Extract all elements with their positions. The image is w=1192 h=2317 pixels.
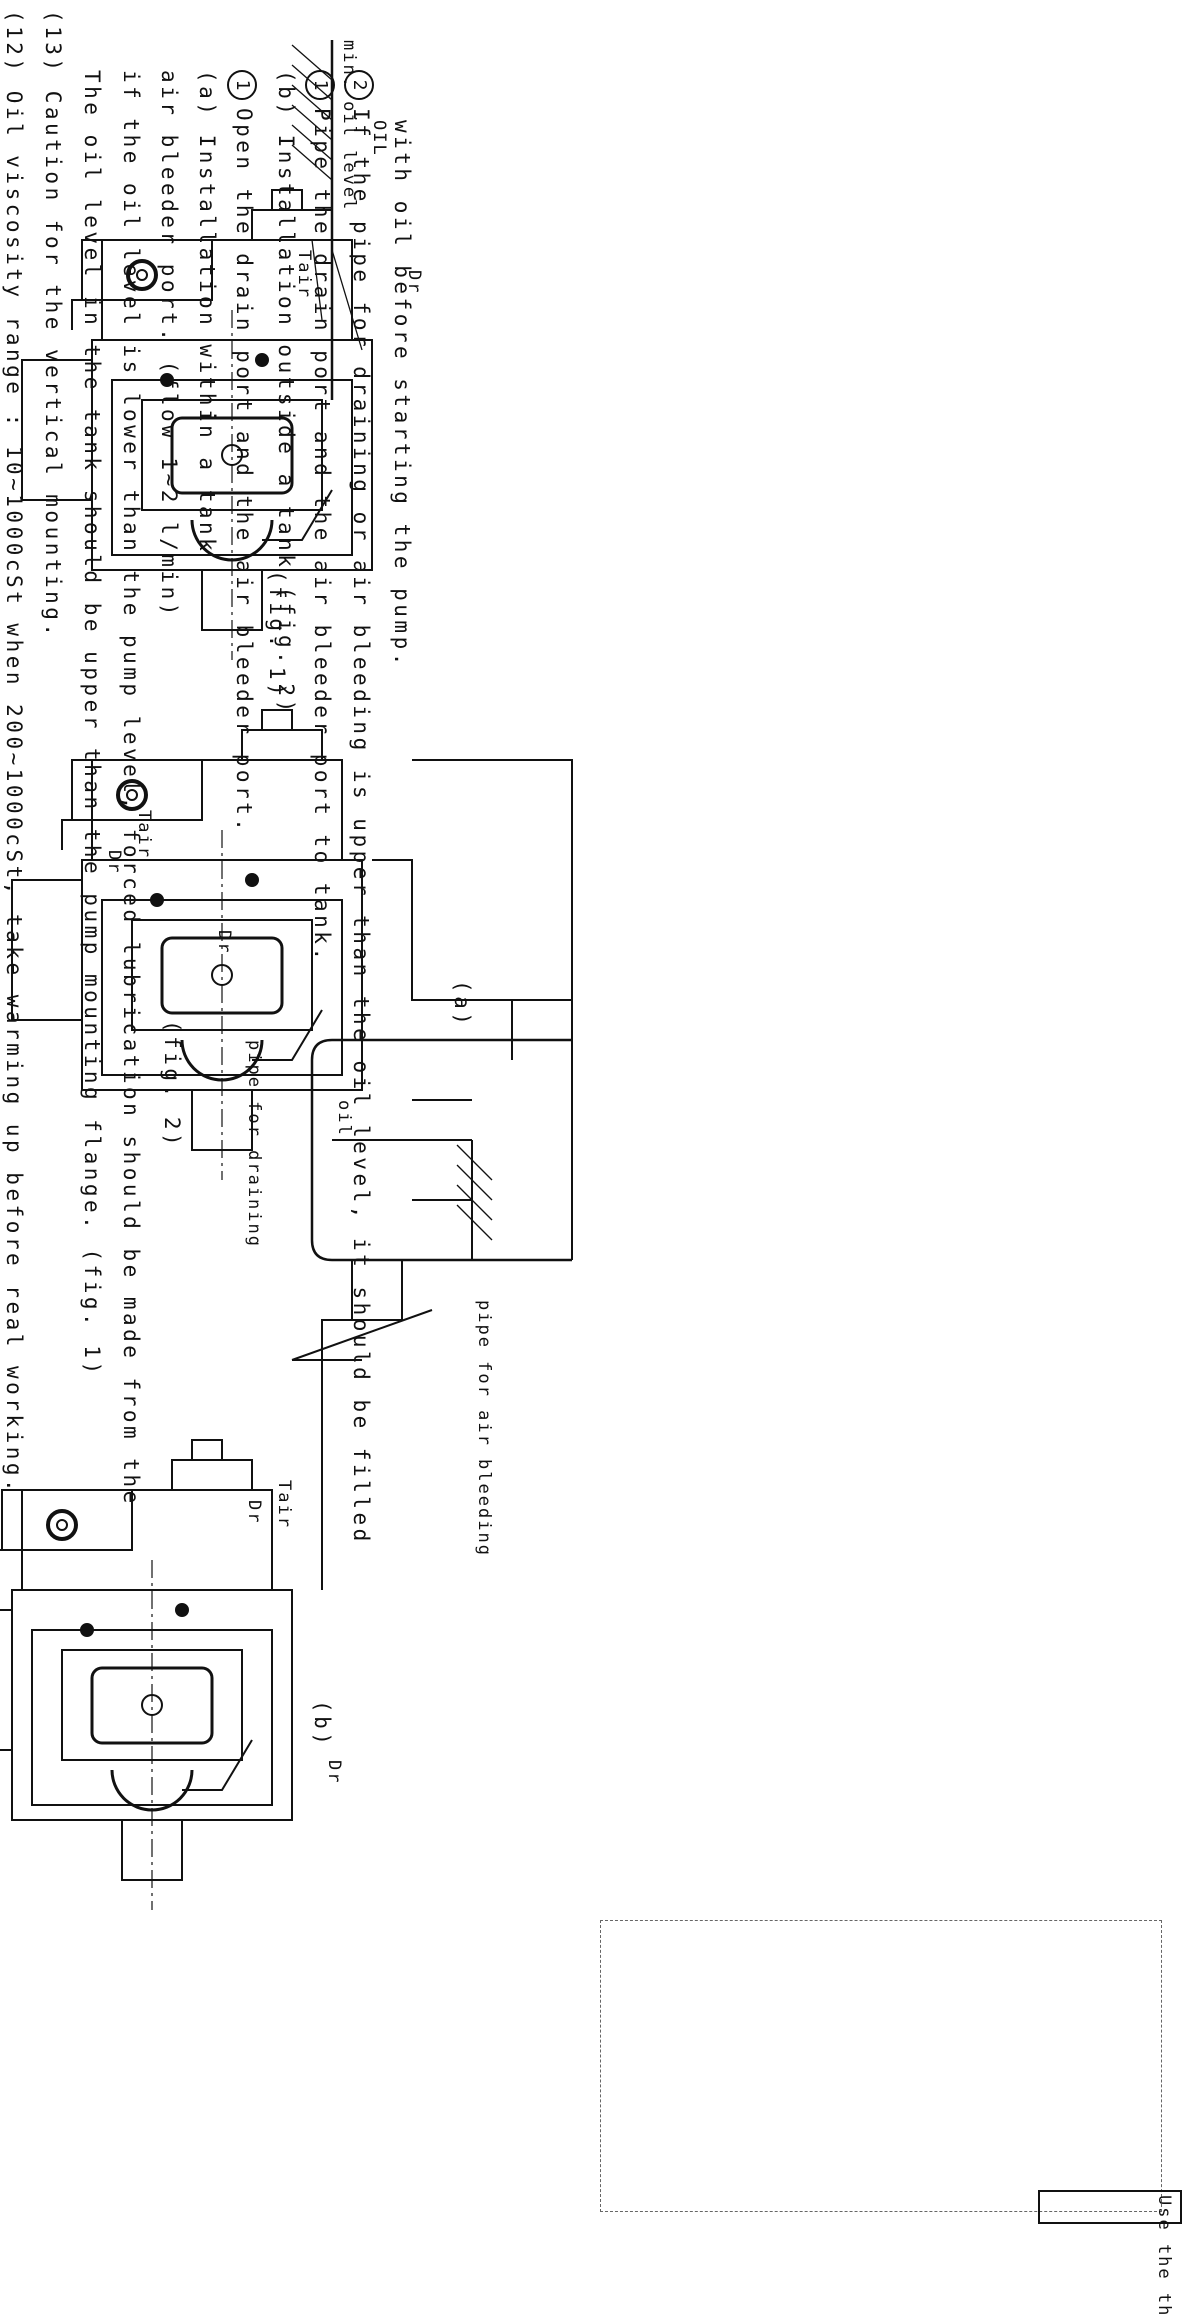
footer-box xyxy=(600,1920,1162,2212)
fig1-caption: (fig. 1) xyxy=(265,570,289,700)
fig1-tair-label: Tair xyxy=(294,250,314,299)
tank-outline xyxy=(310,1038,572,1262)
pipe-for-air-bleeding-label: pipe for air bleeding xyxy=(474,1300,494,1557)
fig2a-tair-label: Tair xyxy=(134,810,154,859)
fig1-pump-drawing xyxy=(20,188,374,662)
technical-drawing xyxy=(0,40,573,1912)
fig1-min-oil-level: min. oil level xyxy=(339,40,359,212)
rotated-page: (12) Oil viscosity range : 10~1000cSt wh… xyxy=(0,10,1182,2317)
fig2b-label: (b) xyxy=(310,1700,334,1749)
pipe-for-draining-label: pipe for draining xyxy=(244,1040,264,1248)
fig1-oil-label: OIL xyxy=(369,120,389,157)
fig2b-dr-label: Dr xyxy=(244,1500,264,1525)
fig2a-label: (a) xyxy=(450,980,474,1029)
fig2b-dr2-label: Dr xyxy=(324,1760,344,1785)
fig2a-dr2-label: Dr xyxy=(214,930,234,955)
fig2-caption: (fig. 2) xyxy=(160,1020,184,1150)
fig1-dr-label: Dr xyxy=(404,270,424,295)
fig2-oil-label: oil xyxy=(334,1100,354,1137)
fig2a-dr-label: Dr xyxy=(104,850,124,875)
fig2b-tair-label: Tair xyxy=(274,1480,294,1529)
footer-partial-text: Use the th xyxy=(1154,2195,1174,2317)
fig2a-pump-drawing xyxy=(10,708,364,1182)
